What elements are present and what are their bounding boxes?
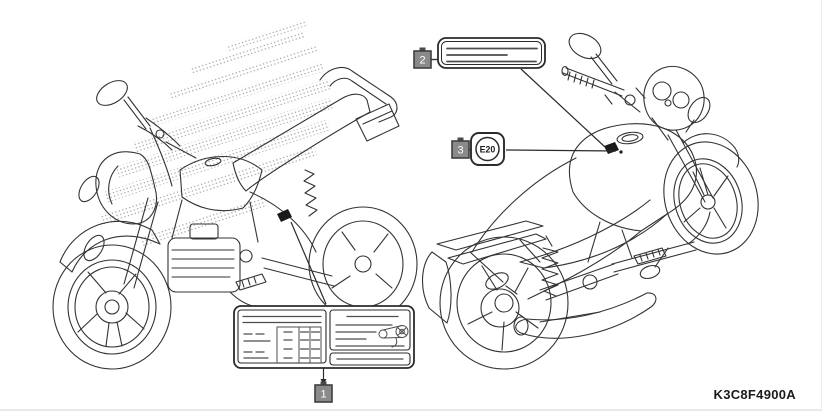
right-bike-rear-wheel [439, 236, 569, 370]
label-position-marker-right [604, 142, 623, 154]
label-position-marker-left [277, 209, 292, 222]
right-bike-front-wheel [663, 141, 759, 255]
e20-text: E20 [480, 144, 496, 154]
left-bike-engine [167, 223, 253, 293]
left-bike-mirror [96, 80, 128, 106]
halftone-shading [99, 18, 334, 247]
left-bike-rear-wheel [308, 206, 418, 322]
leader-frame-to-label1 [290, 221, 327, 305]
e20-fuel-label: E20 [470, 132, 505, 166]
right-bike-muffler [515, 292, 657, 339]
callout-3[interactable]: 3 [451, 137, 471, 159]
e20-ring [475, 136, 500, 162]
right-bike-seat [519, 199, 668, 269]
drawing-number: K3C8F4900A [714, 387, 797, 402]
callout-number: 2 [419, 55, 425, 67]
callout-tab [320, 381, 327, 386]
left-bike-tank [179, 155, 263, 212]
left-motorcycle [52, 67, 418, 370]
left-bike-headlight [95, 151, 157, 225]
left-bike-seat [232, 93, 371, 192]
callout-number: 1 [320, 389, 326, 401]
caution-info-label [233, 305, 415, 369]
leader-label2-to-tank [520, 68, 606, 148]
callout-2[interactable]: 2 [413, 47, 438, 69]
chain-adjuster-icon [378, 325, 409, 348]
right-bike-mirror [568, 32, 602, 60]
callout-number: 3 [457, 145, 463, 157]
callout-tab [457, 137, 464, 142]
leader-lines [290, 68, 617, 379]
fuel-caution-label [437, 37, 546, 69]
leader-e20-to-tank [505, 149, 617, 152]
left-bike-front-wheel [52, 244, 172, 370]
callout-1[interactable]: 1 [314, 381, 333, 403]
callout-tab [419, 47, 426, 52]
right-motorcycle [422, 32, 759, 370]
right-bike-cowl [643, 66, 705, 131]
right-bike-tank [568, 123, 698, 232]
